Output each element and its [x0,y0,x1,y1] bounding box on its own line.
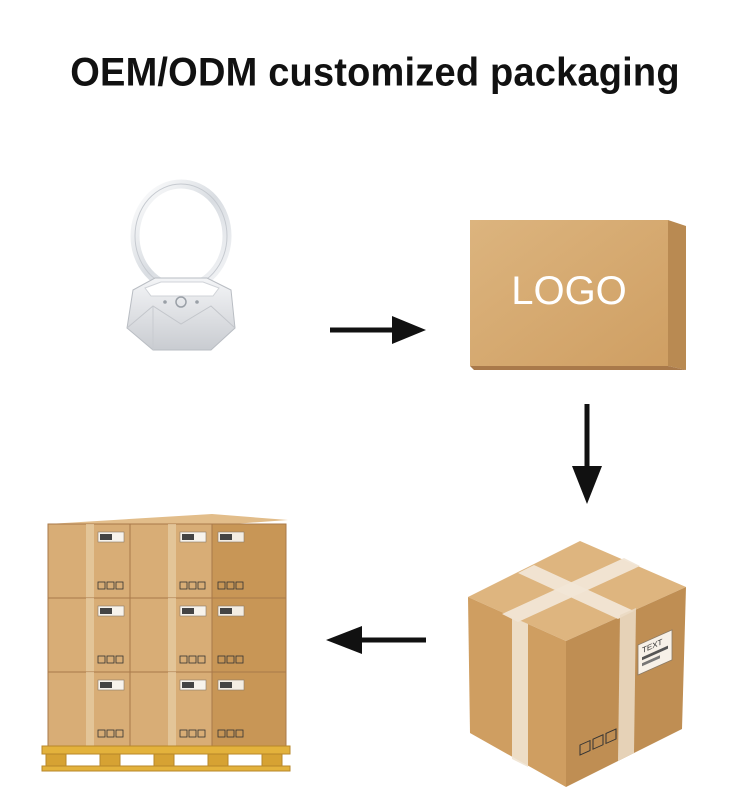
page-title: OEM/ODM customized packaging [70,50,680,96]
logo-box-icon: LOGO [470,220,686,370]
arrow-left-icon [326,626,426,654]
logo-label: LOGO [511,269,627,313]
shipping-carton-icon: TEXT [468,541,686,787]
pallet-icon [41,514,291,772]
arrow-down-icon [572,404,602,504]
arrow-right-icon [330,316,426,344]
speaker-lamp-icon [126,179,236,351]
